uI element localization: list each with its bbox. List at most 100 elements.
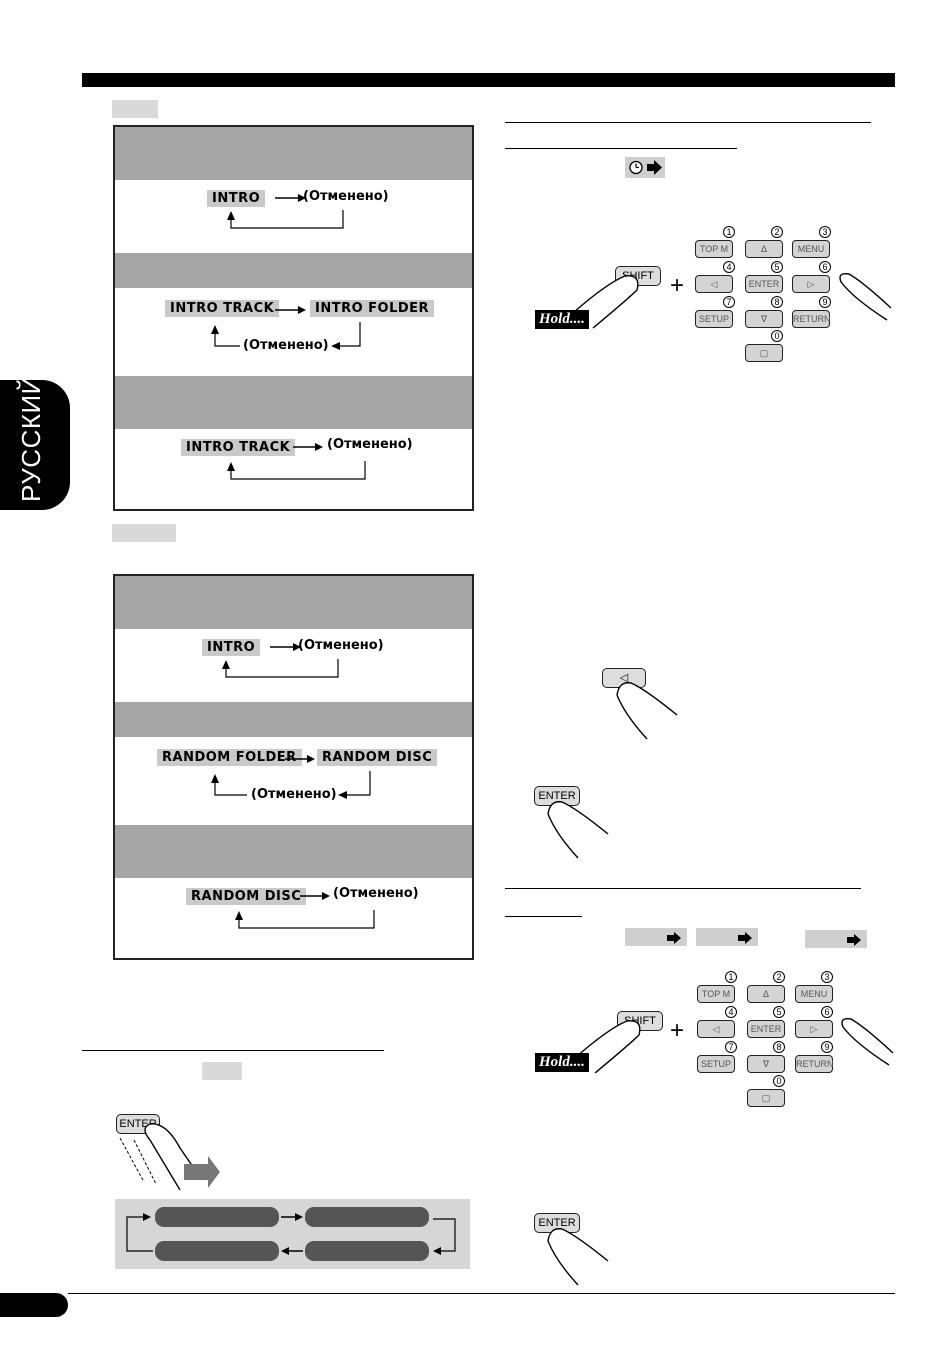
chip-intro-track: INTRO TRACK [165,300,280,317]
menu-key[interactable]: MENU [795,985,833,1003]
down-key[interactable]: ∇ [745,310,783,328]
clock-arrow-icon [625,157,665,178]
menu-key[interactable]: MENU [792,240,830,258]
top-m-key[interactable]: TOP M [697,985,735,1003]
finger-icon [841,1017,894,1066]
section-tag-intro [112,100,158,118]
random-header-2 [115,702,472,737]
hold-label: Hold.... [535,1053,589,1072]
remote-diagram-2: SHIFT Hold.... + 1 2 3 TOP M Δ MENU 4 5 … [505,965,905,1115]
plus-sign: + [670,1017,685,1044]
page-number-tab [0,1293,68,1317]
return-key[interactable]: RETURN [792,310,831,328]
cancelled-label: (Отменено) [243,338,329,353]
mode-pill-2 [305,1207,429,1227]
cancelled-label: (Отменено) [298,638,384,653]
return-key[interactable]: RETURN [795,1055,834,1073]
section-rule [82,1050,384,1051]
random-row-2: RANDOM FOLDER RANDOM DISC (Отменено) [115,737,472,825]
key-num-6: 6 [819,261,831,273]
zero-key[interactable]: ▢ [745,344,783,362]
key-num-9: 9 [819,296,831,308]
key-num-5: 5 [773,1006,785,1018]
section-tag-small [202,1062,242,1080]
flow-arrows [235,892,375,929]
random-row-1: INTRO (Отменено) [115,629,472,702]
key-num-1: 1 [723,226,735,238]
random-header-3 [115,825,472,878]
plus-sign: + [670,272,685,299]
language-tab [0,380,70,510]
intro-row-1: INTRO (Отменено) [115,180,472,253]
random-box: INTRO (Отменено) RANDOM FOLDER RANDOM DI… [113,574,474,960]
intro-header-2 [115,253,472,288]
header-bar [82,73,895,87]
mode-tag [625,928,687,946]
top-m-key[interactable]: TOP M [695,240,733,258]
mode-pill-3 [155,1241,279,1261]
chip-random-folder: RANDOM FOLDER [157,749,302,766]
key-num-2: 2 [771,226,783,238]
key-num-5: 5 [771,261,783,273]
random-row-3: RANDOM DISC (Отменено) [115,878,472,956]
cycle-arrows [126,1213,456,1255]
cancelled-label: (Отменено) [251,787,337,802]
footer-rule [68,1293,895,1294]
key-num-7: 7 [725,1041,737,1053]
cancelled-label: (Отменено) [303,189,389,204]
chip-random-disc: RANDOM DISC [186,888,307,905]
section-rule [505,916,582,917]
chip-intro-folder: INTRO FOLDER [310,300,435,317]
enter-key[interactable]: ENTER [745,275,783,293]
right-key[interactable]: ▷ [792,275,830,293]
remote-diagram-1: SHIFT Hold.... + 1 2 3 TOP M Δ MENU 4 5 … [505,220,905,370]
finger-press-icon [119,1123,220,1190]
finger-press-icon [547,801,609,859]
key-num-0: 0 [773,1075,785,1087]
mode-tag [805,930,867,948]
key-num-9: 9 [821,1041,833,1053]
intro-row-2: INTRO TRACK INTRO FOLDER (Отменено) [115,288,472,376]
cancelled-label: (Отменено) [333,886,419,901]
finger-press-icon [547,1228,609,1286]
flow-arrows [211,755,371,799]
flow-arrows [227,194,344,229]
intro-header-3 [115,376,472,429]
language-label: РУССКИЙ [16,375,46,502]
key-num-2: 2 [773,971,785,983]
zero-key[interactable]: ▢ [747,1089,785,1107]
mode-pill-1 [155,1207,279,1227]
setup-key[interactable]: SETUP [695,310,733,328]
left-key[interactable]: ◁ [695,275,733,293]
hold-label: Hold.... [535,310,589,329]
flow-arrows [211,306,361,350]
key-num-1: 1 [725,971,737,983]
key-num-8: 8 [773,1041,785,1053]
intro-row-3: INTRO TRACK (Отменено) [115,429,472,507]
mode-cycle-panel [115,1199,470,1269]
chip-intro-track: INTRO TRACK [181,439,296,456]
section-rule [505,122,871,123]
intro-box: INTRO (Отменено) INTRO TRACK INTRO FOLDE… [113,125,474,511]
section-rule [505,888,861,889]
flow-arrows [222,643,339,678]
chip-intro: INTRO [207,190,266,207]
enter-button[interactable]: ENTER [534,1213,580,1233]
right-key[interactable]: ▷ [795,1020,833,1038]
mode-pill-4 [305,1241,429,1261]
key-num-4: 4 [725,1006,737,1018]
up-key[interactable]: Δ [747,985,785,1003]
down-key[interactable]: ∇ [747,1055,785,1073]
key-num-4: 4 [723,261,735,273]
left-key[interactable]: ◁ [697,1020,735,1038]
key-num-3: 3 [819,226,831,238]
enter-key[interactable]: ENTER [747,1020,785,1038]
setup-key[interactable]: SETUP [697,1055,735,1073]
finger-press-icon [616,682,678,740]
key-num-7: 7 [723,296,735,308]
key-num-8: 8 [771,296,783,308]
up-key[interactable]: Δ [745,240,783,258]
chip-intro: INTRO [202,639,261,656]
mode-tag [696,928,758,946]
finger-icon [839,272,892,321]
